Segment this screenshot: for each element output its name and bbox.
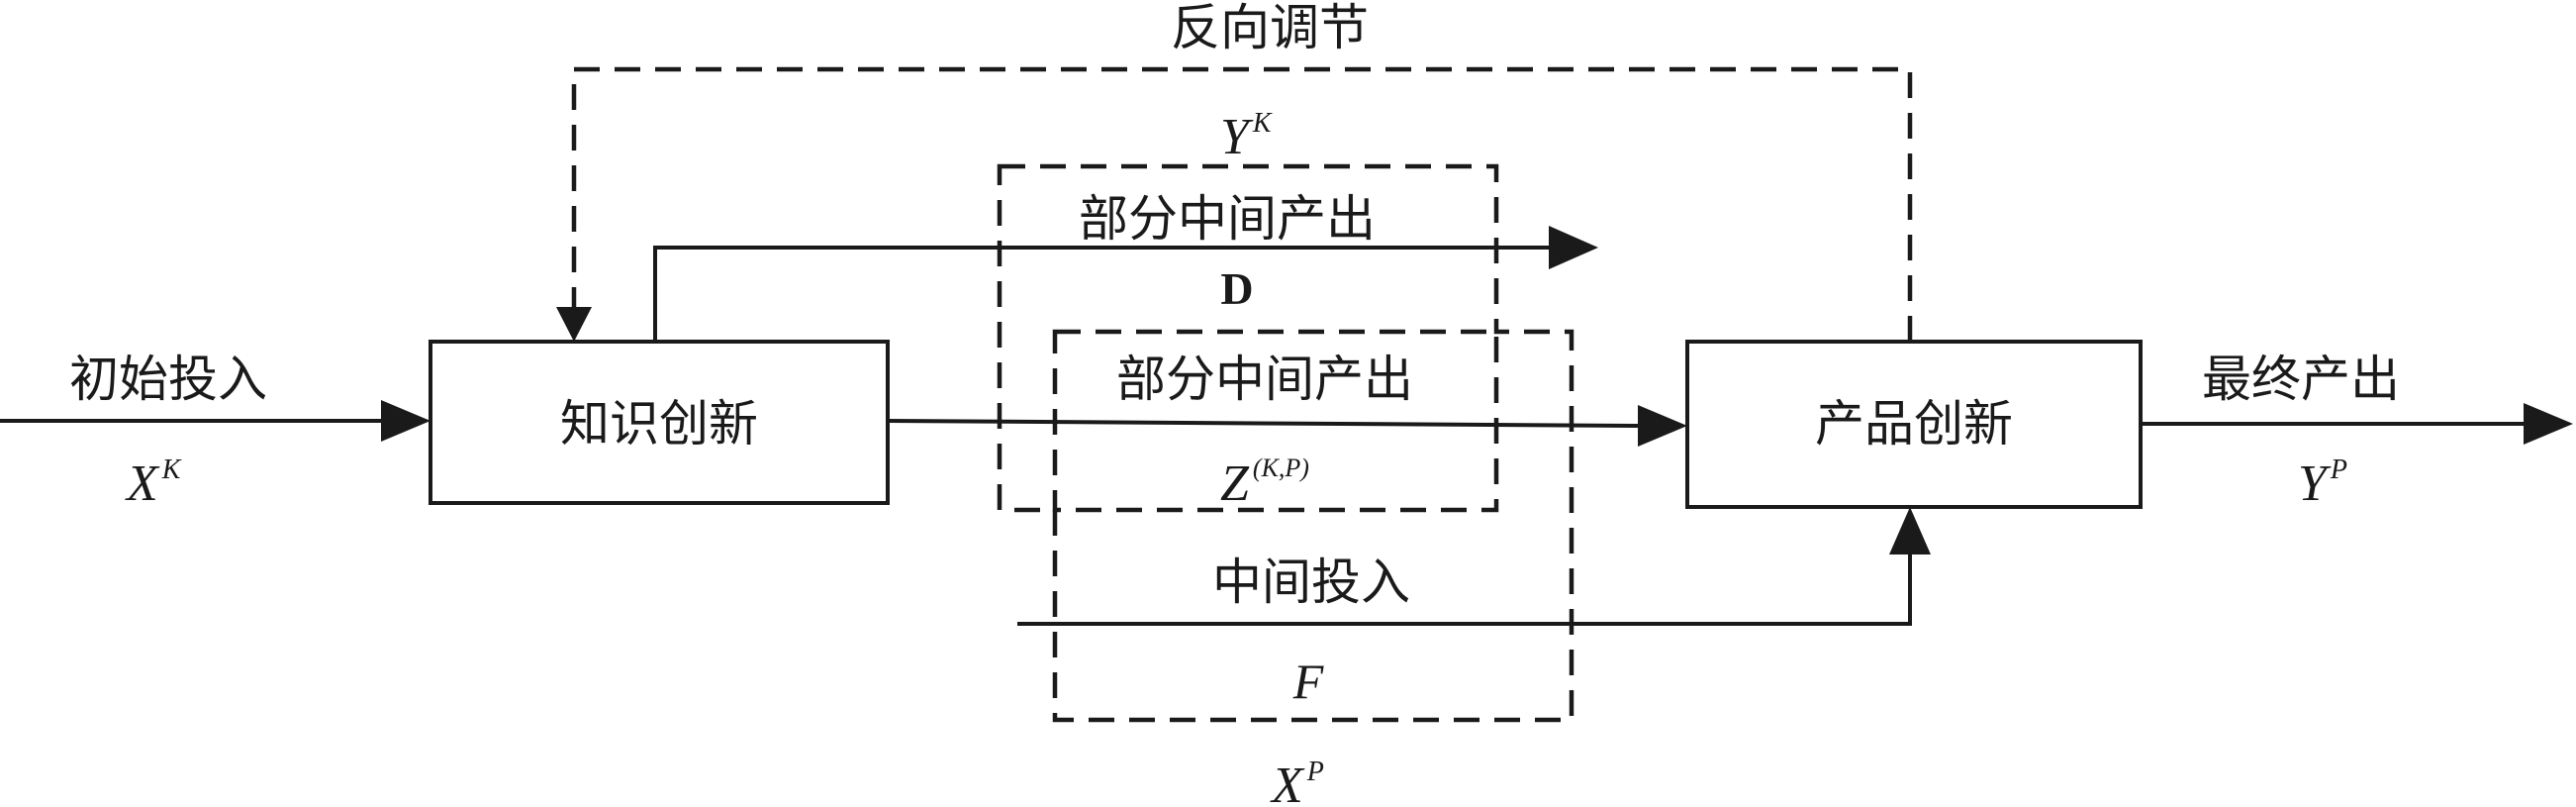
knowledge-to-product-arrow [887,419,1644,428]
outer-group-symbol: Y K [1220,108,1273,165]
knowledge-innovation-box [429,340,890,505]
inner-group-symbol: Z (K,P) [1220,454,1309,512]
inner-group-label: 部分中间产出 [1116,351,1413,408]
final-output-label: 最终产出 [2202,351,2400,408]
initial-input-label: 初始投入 [69,351,267,408]
knowledge-to-product-arrowhead [1638,405,1687,447]
outer-dashed-group [997,163,1574,723]
knowledge-innovation-label: 知识创新 [560,395,758,453]
partial-output-arrowhead [1549,226,1598,269]
feedback-arrowhead [556,307,592,342]
product-innovation-box [1685,340,2143,509]
final-output-arrowhead [2524,403,2573,445]
inner-dashed-group [1052,329,1499,513]
product-innovation-label: 产品创新 [1815,395,2013,453]
feedback-loop-dashed-path [571,66,1913,342]
feedback-label: 反向调节 [1171,0,1369,56]
final-output-symbol: Y P [2298,454,2347,512]
initial-input-arrowhead [381,400,430,442]
partial-output-arrow [653,246,1554,342]
intermediate-input-arrowhead [1889,507,1931,555]
bottom-group-symbol: X P [1270,757,1324,807]
outer-group-label: 部分中间产出 [1079,190,1376,248]
intermediate-input-label: 中间投入 [1212,554,1410,611]
initial-input-symbol: X K [125,454,182,512]
outer-group-letter: D [1220,263,1253,314]
intermediate-input-letter: F [1292,654,1324,709]
intermediate-input-arrow [1017,555,1912,626]
